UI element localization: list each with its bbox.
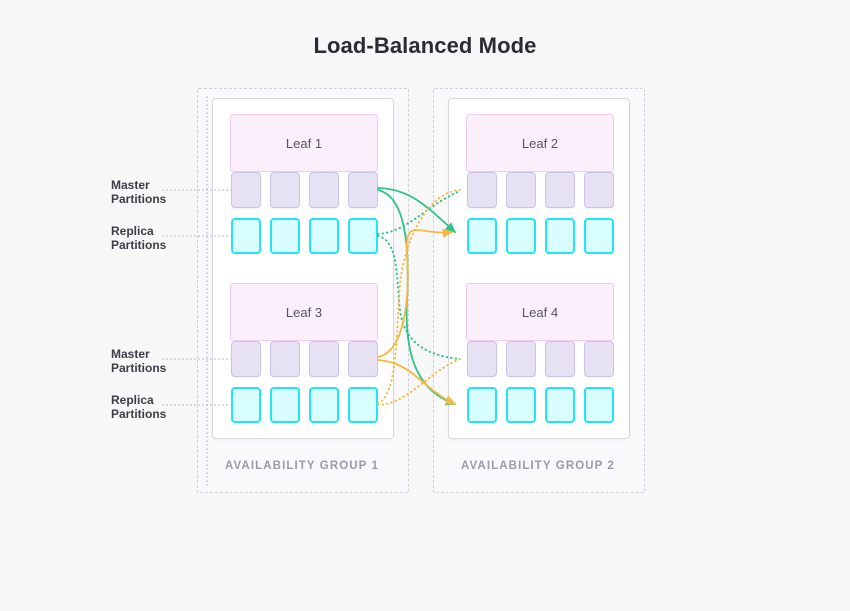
- label-line-2: Partitions: [111, 237, 167, 252]
- partition-leaf-4-replica-1[interactable]: [467, 387, 497, 423]
- page-title: Load-Balanced Mode: [313, 33, 537, 58]
- leaf-box-leaf-2[interactable]: Leaf 2: [466, 114, 614, 172]
- partition-leaf-3-master-1[interactable]: [231, 341, 261, 377]
- availability-group-1-label: AVAILABILITY GROUP 1: [224, 460, 380, 472]
- partition-leaf-2-replica-4[interactable]: [584, 218, 614, 254]
- leaf-box-leaf-4[interactable]: Leaf 4: [466, 283, 614, 341]
- partition-leaf-3-replica-4[interactable]: [348, 387, 378, 423]
- label-master-partitions-bottom: Master Partitions: [111, 347, 201, 375]
- leaf-label: Leaf 3: [285, 304, 323, 320]
- partition-leaf-3-replica-1[interactable]: [231, 387, 261, 423]
- availability-group-2-label: AVAILABILITY GROUP 2: [460, 460, 616, 472]
- label-line-1: Master: [111, 347, 150, 361]
- partition-leaf-4-replica-4[interactable]: [584, 387, 614, 423]
- partition-leaf-4-replica-2[interactable]: [506, 387, 536, 423]
- label-line-1: Replica: [111, 393, 154, 407]
- partition-leaf-1-master-2[interactable]: [270, 172, 300, 208]
- partition-leaf-2-master-1[interactable]: [467, 172, 497, 208]
- partition-leaf-2-master-3[interactable]: [545, 172, 575, 208]
- partition-leaf-3-replica-3[interactable]: [309, 387, 339, 423]
- partition-leaf-3-master-3[interactable]: [309, 341, 339, 377]
- leaf-label: Leaf 4: [521, 304, 559, 320]
- partition-leaf-2-master-2[interactable]: [506, 172, 536, 208]
- leaf-box-leaf-3[interactable]: Leaf 3: [230, 283, 378, 341]
- label-line-2: Partitions: [111, 360, 167, 375]
- label-replica-partitions-top: Replica Partitions: [111, 224, 201, 252]
- label-line-2: Partitions: [111, 191, 167, 206]
- partition-leaf-2-master-4[interactable]: [584, 172, 614, 208]
- partition-leaf-1-master-4[interactable]: [348, 172, 378, 208]
- partition-leaf-4-master-3[interactable]: [545, 341, 575, 377]
- partition-leaf-3-master-4[interactable]: [348, 341, 378, 377]
- leaf-box-leaf-1[interactable]: Leaf 1: [230, 114, 378, 172]
- leaf-label: Leaf 2: [521, 135, 559, 151]
- partition-leaf-2-replica-1[interactable]: [467, 218, 497, 254]
- partition-leaf-1-replica-4[interactable]: [348, 218, 378, 254]
- label-replica-partitions-bottom: Replica Partitions: [111, 393, 201, 421]
- label-line-1: Replica: [111, 224, 154, 238]
- partition-leaf-1-replica-3[interactable]: [309, 218, 339, 254]
- partition-leaf-2-replica-2[interactable]: [506, 218, 536, 254]
- partition-leaf-4-replica-3[interactable]: [545, 387, 575, 423]
- partition-leaf-2-replica-3[interactable]: [545, 218, 575, 254]
- label-master-partitions-top: Master Partitions: [111, 178, 201, 206]
- partition-leaf-1-replica-1[interactable]: [231, 218, 261, 254]
- partition-leaf-3-master-2[interactable]: [270, 341, 300, 377]
- partition-leaf-1-master-1[interactable]: [231, 172, 261, 208]
- label-line-1: Master: [111, 178, 150, 192]
- partition-leaf-3-replica-2[interactable]: [270, 387, 300, 423]
- leaf-label: Leaf 1: [285, 135, 323, 151]
- partition-leaf-1-replica-2[interactable]: [270, 218, 300, 254]
- partition-leaf-4-master-2[interactable]: [506, 341, 536, 377]
- partition-leaf-1-master-3[interactable]: [309, 172, 339, 208]
- label-line-2: Partitions: [111, 406, 167, 421]
- partition-leaf-4-master-4[interactable]: [584, 341, 614, 377]
- partition-leaf-4-master-1[interactable]: [467, 341, 497, 377]
